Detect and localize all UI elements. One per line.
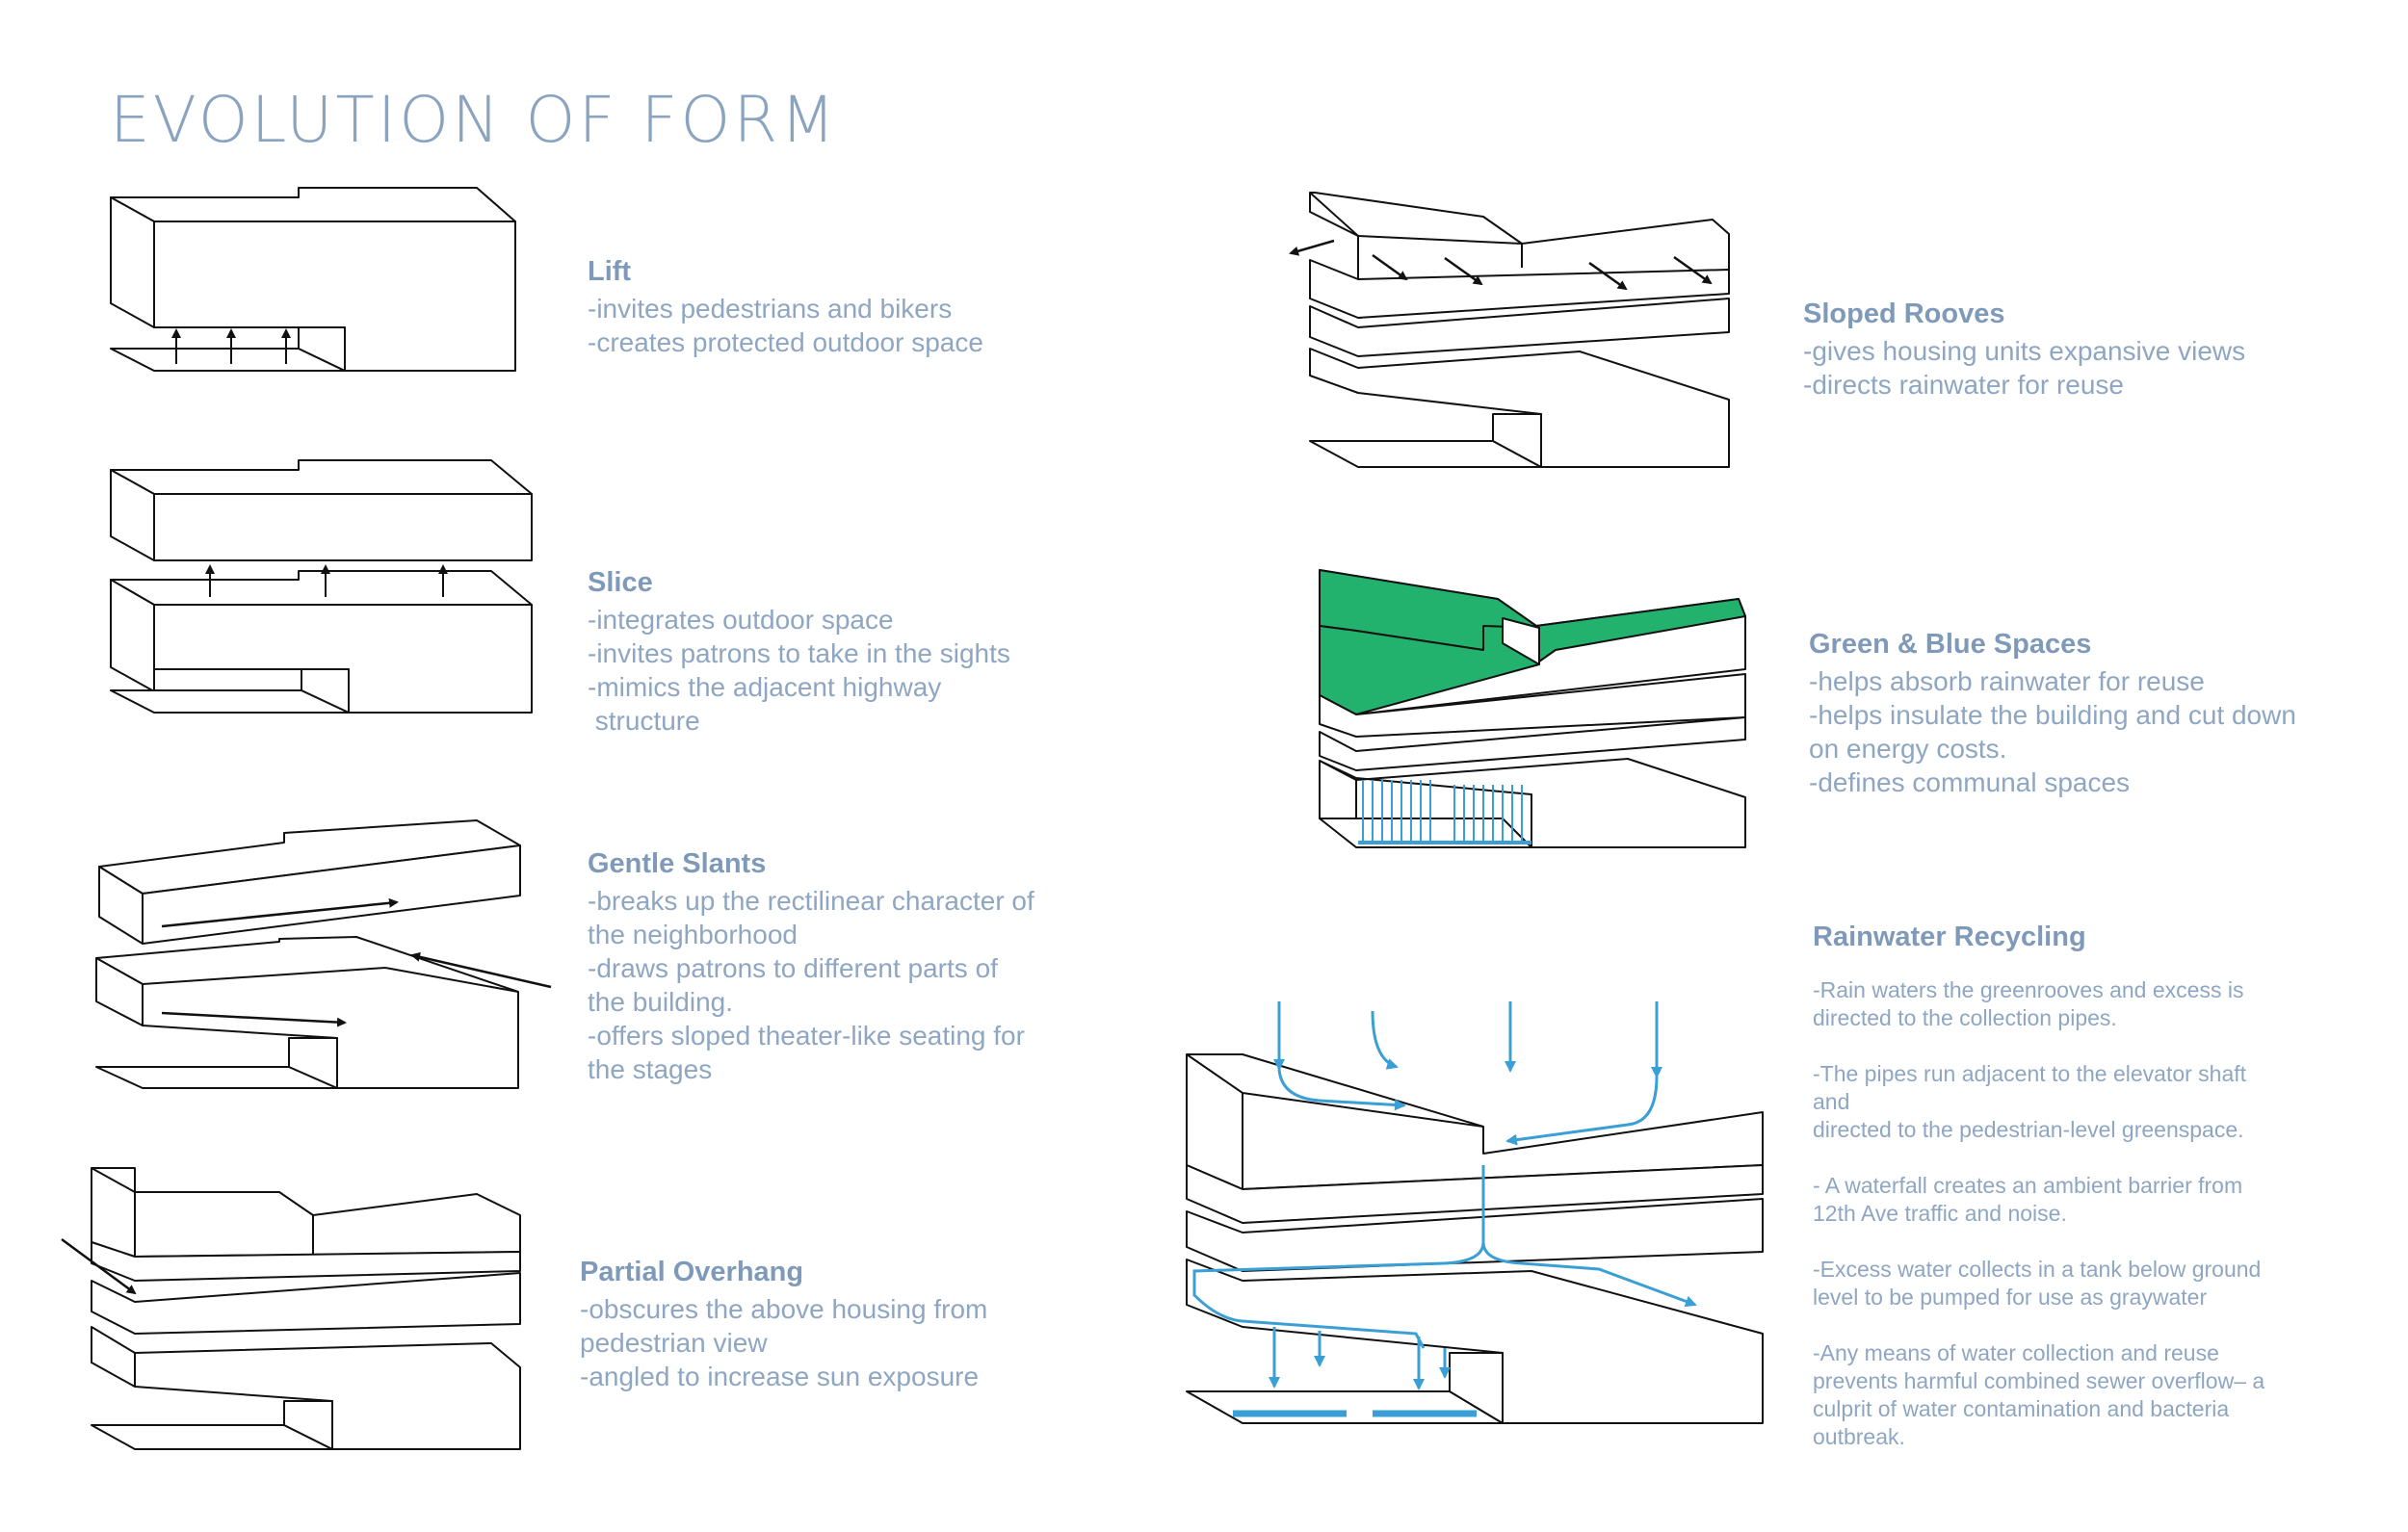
recycling-line: prevents harmful combined sewer overflow…: [1813, 1368, 2265, 1393]
step-gentle-slants: Gentle Slants -breaks up the rectilinear…: [588, 845, 1034, 1086]
step-slice: Slice -integrates outdoor space -invites…: [588, 564, 1010, 738]
step-line: -angled to increase sun exposure: [580, 1362, 980, 1391]
recycling-line: 12th Ave traffic and noise.: [1813, 1201, 2067, 1226]
recycling-line: -Any means of water collection and reuse: [1813, 1340, 2219, 1365]
step-title: Lift: [588, 256, 632, 287]
gentle-slants-diagram: [96, 820, 551, 1088]
step-line: -directs rainwater for reuse: [1803, 370, 2125, 400]
page-title: EVOLUTION OF FORM: [110, 83, 839, 157]
step-line: -offers sloped theater-like seating for: [588, 1021, 1025, 1051]
recycling-line: level to be pumped for use as graywater: [1813, 1285, 2208, 1310]
step-line: -draws patrons to different parts of: [588, 953, 998, 983]
waterfall-lines: [1358, 780, 1531, 843]
recycling-line: outbreak.: [1813, 1424, 1905, 1449]
recycling-title: Rainwater Recycling: [1813, 922, 2086, 952]
recycling-line: -Rain waters the greenrooves and excess …: [1813, 977, 2244, 1002]
step-line: -mimics the adjacent highway: [588, 672, 942, 702]
step-title: Slice: [588, 567, 653, 598]
step-line: the building.: [588, 987, 734, 1017]
recycling-line: -The pipes run adjacent to the elevator …: [1813, 1061, 2247, 1086]
lift-diagram: [111, 188, 515, 371]
recycling-line: culprit of water contamination and bacte…: [1813, 1396, 2230, 1421]
step-line: the stages: [588, 1054, 713, 1084]
rainwater-recycling: Rainwater Recycling -Rain waters the gre…: [1813, 919, 2264, 1451]
recycling-line: directed to the collection pipes.: [1813, 1005, 2117, 1030]
step-lift: Lift -invites pedestrians and bikers -cr…: [588, 253, 983, 359]
water-flow-arrows: [1194, 1001, 1697, 1414]
recycling-line: directed to the pedestrian-level greensp…: [1813, 1117, 2244, 1142]
partial-overhang-diagram: [62, 1168, 520, 1449]
recycling-line: -Excess water collects in a tank below g…: [1813, 1257, 2262, 1282]
step-line: the neighborhood: [588, 920, 798, 949]
step-line: -creates protected outdoor space: [588, 327, 983, 357]
step-line: -obscures the above housing from: [580, 1294, 988, 1324]
rainwater-recycling-diagram: [1187, 1054, 1763, 1423]
step-line: -defines communal spaces: [1809, 767, 2131, 797]
step-line: -helps insulate the building and cut dow…: [1809, 700, 2296, 730]
step-title: Green & Blue Spaces: [1809, 629, 2092, 660]
step-line: -integrates outdoor space: [588, 605, 894, 635]
step-line: on energy costs.: [1809, 734, 2007, 764]
slice-diagram: [111, 460, 533, 713]
step-line: -helps absorb rainwater for reuse: [1809, 666, 2205, 696]
step-line: pedestrian view: [580, 1328, 768, 1358]
step-green-blue-spaces: Green & Blue Spaces -helps absorb rainwa…: [1809, 626, 2296, 799]
step-title: Gentle Slants: [588, 848, 767, 879]
step-line: -invites patrons to take in the sights: [588, 638, 1010, 668]
recycling-line: - A waterfall creates an ambient barrier…: [1813, 1173, 2243, 1198]
sloped-rooves-diagram: [1289, 193, 1729, 467]
step-title: Partial Overhang: [580, 1257, 804, 1287]
step-line: -invites pedestrians and bikers: [588, 294, 953, 324]
step-line: structure: [588, 706, 700, 736]
step-sloped-rooves: Sloped Rooves -gives housing units expan…: [1803, 296, 2245, 402]
step-title: Sloped Rooves: [1803, 299, 2005, 329]
step-partial-overhang: Partial Overhang -obscures the above hou…: [580, 1254, 987, 1393]
step-line: -breaks up the rectilinear character of: [588, 886, 1034, 916]
step-line: -gives housing units expansive views: [1803, 336, 2246, 366]
green-blue-spaces-diagram: [1320, 570, 1745, 847]
recycling-line: and: [1813, 1089, 1850, 1114]
